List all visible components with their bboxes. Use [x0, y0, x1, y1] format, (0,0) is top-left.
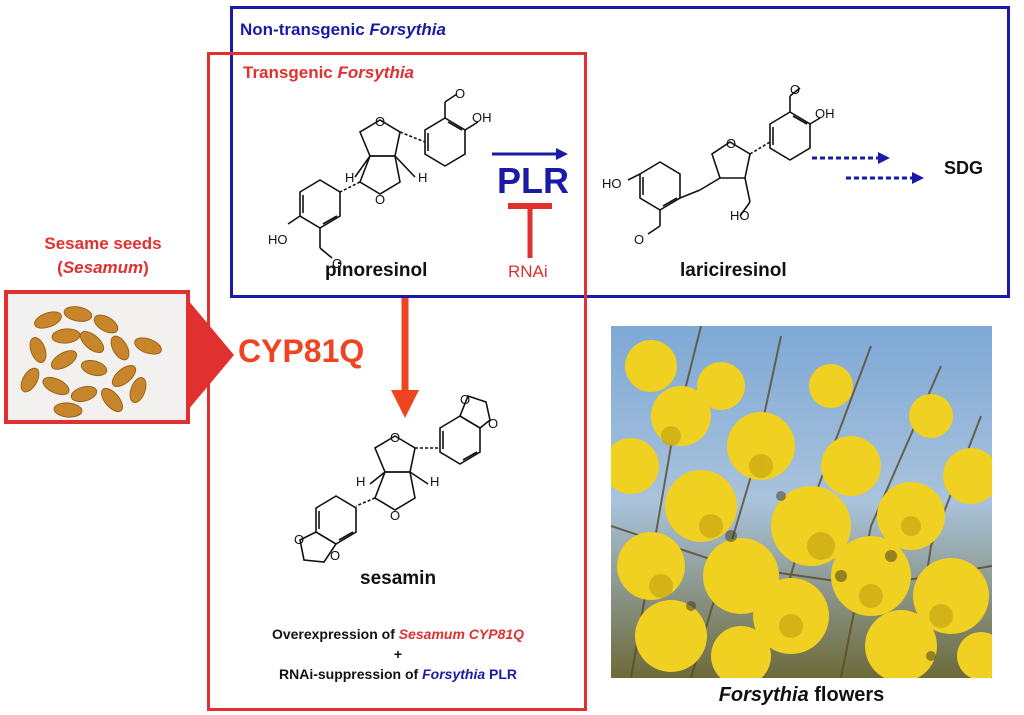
svg-text:OH: OH: [472, 110, 492, 125]
sesamin-structure: O O O O H H O O: [294, 392, 498, 563]
svg-text:O: O: [390, 508, 400, 523]
pinoresinol-structure: O OH O O H H HO O: [268, 86, 492, 271]
sdg-label: SDG: [944, 158, 984, 178]
sesame-photo: [4, 290, 190, 424]
rnai-label: RNAi: [508, 262, 548, 281]
svg-text:O: O: [375, 114, 385, 129]
sesamin-label: sesamin: [360, 568, 437, 589]
svg-text:O: O: [726, 136, 736, 151]
nontransgenic-label: Non-transgenic Forsythia: [240, 20, 446, 39]
forsythia-caption: Forsythia flowers: [718, 684, 885, 706]
plr-label: PLR: [497, 160, 569, 201]
sesame-label: Sesame seeds (Sesamum): [44, 234, 162, 277]
nontransgenic-box: [230, 6, 1010, 298]
lariciresinol-structure: O OH O HO HO O: [602, 82, 835, 247]
svg-text:O: O: [294, 532, 304, 547]
rnai-inhibition-mark: [508, 203, 552, 258]
svg-text:O: O: [634, 232, 644, 247]
cyp81q-arrow: [391, 298, 419, 418]
svg-text:O: O: [460, 392, 470, 407]
svg-text:O: O: [790, 82, 800, 97]
pinoresinol-label: pinoresinol: [325, 260, 428, 281]
svg-text:H: H: [356, 474, 365, 489]
svg-text:HO: HO: [602, 176, 622, 191]
dotted-arrows-to-sdg: [812, 152, 924, 184]
svg-text:O: O: [455, 86, 465, 101]
plr-arrow: [492, 148, 568, 160]
forsythia-flowers-image: [611, 326, 992, 678]
svg-text:O: O: [332, 256, 342, 271]
forsythia-photo: [611, 326, 992, 678]
lariciresinol-label: lariciresinol: [680, 260, 787, 281]
svg-text:OH: OH: [815, 106, 835, 121]
cyp81q-label: CYP81Q: [238, 333, 365, 369]
svg-text:HO: HO: [268, 232, 288, 247]
sesame-seeds-image: [20, 306, 162, 418]
transgenic-caption: Overexpression of Sesamum CYP81Q + RNAi-…: [271, 626, 525, 682]
svg-text:O: O: [375, 192, 385, 207]
svg-text:O: O: [488, 416, 498, 431]
transgenic-label: Transgenic Forsythia: [243, 63, 415, 82]
svg-text:H: H: [345, 170, 354, 185]
svg-text:O: O: [330, 548, 340, 563]
svg-text:HO: HO: [730, 208, 750, 223]
svg-text:O: O: [390, 430, 400, 445]
svg-text:H: H: [418, 170, 427, 185]
svg-text:H: H: [430, 474, 439, 489]
sesame-pointer: [188, 300, 234, 410]
